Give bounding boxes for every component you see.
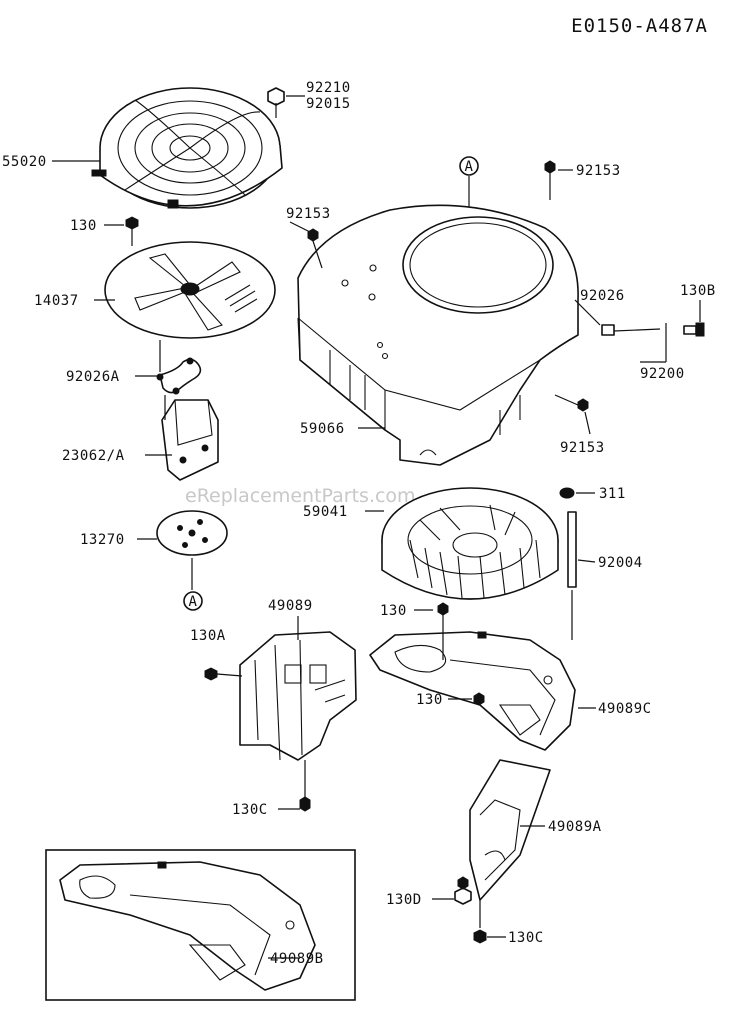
label-49089A: 49089A bbox=[548, 819, 602, 835]
label-92004: 92004 bbox=[598, 555, 643, 571]
label-130A: 130A bbox=[190, 628, 226, 644]
label-55020: 55020 bbox=[2, 154, 47, 170]
part-92026-collar[interactable] bbox=[601, 324, 615, 336]
inset-box bbox=[45, 849, 356, 1001]
part-49089B-cover[interactable] bbox=[59, 861, 316, 991]
part-130D-bolt[interactable] bbox=[454, 876, 472, 905]
label-49089B: 49089B bbox=[270, 951, 324, 967]
label-92015: 92015 bbox=[306, 96, 351, 112]
part-49089A-cover[interactable] bbox=[469, 759, 551, 901]
label-49089: 49089 bbox=[268, 598, 313, 614]
part-59066-shroud[interactable] bbox=[297, 204, 579, 466]
part-130-bolt-mid[interactable] bbox=[437, 602, 449, 660]
label-130C-right: 130C bbox=[508, 930, 544, 946]
part-92210-bolt[interactable] bbox=[267, 87, 285, 118]
label-59041: 59041 bbox=[303, 504, 348, 520]
label-13270: 13270 bbox=[80, 532, 125, 548]
label-130-mid: 130 bbox=[380, 603, 407, 619]
label-92153-top: 92153 bbox=[576, 163, 621, 179]
svg-text:A: A bbox=[189, 594, 198, 610]
svg-text:A: A bbox=[465, 159, 474, 175]
part-55020-screen[interactable] bbox=[91, 87, 283, 209]
part-49089-cover[interactable] bbox=[239, 631, 357, 761]
label-92153-right: 92153 bbox=[560, 440, 605, 456]
part-14037-fan[interactable] bbox=[104, 241, 276, 339]
diagram-code: E0150-A487A bbox=[571, 15, 708, 37]
label-130C-left: 130C bbox=[232, 802, 268, 818]
part-92153-bolt-left[interactable] bbox=[307, 228, 323, 269]
part-311-nut[interactable] bbox=[559, 487, 575, 499]
reference-marker-bottom: A bbox=[183, 591, 203, 611]
label-92026: 92026 bbox=[580, 288, 625, 304]
label-49089C: 49089C bbox=[598, 701, 652, 717]
part-130C-bolt-left[interactable] bbox=[299, 796, 311, 812]
label-130-low: 130 bbox=[416, 692, 443, 708]
part-130-bolt-top[interactable] bbox=[125, 216, 139, 246]
label-14037: 14037 bbox=[34, 293, 79, 309]
label-92200: 92200 bbox=[640, 366, 685, 382]
part-92004-stud[interactable] bbox=[567, 511, 577, 588]
label-130-top: 130 bbox=[70, 218, 97, 234]
part-59041-flywheel[interactable] bbox=[381, 487, 559, 600]
part-130B-bolt[interactable] bbox=[683, 322, 705, 337]
reference-marker-top: A bbox=[459, 156, 479, 176]
part-92026A-spider[interactable] bbox=[156, 357, 202, 395]
label-130B: 130B bbox=[680, 283, 716, 299]
leader-lines bbox=[52, 160, 666, 959]
part-13270-plate[interactable] bbox=[156, 510, 228, 556]
watermark: eReplacementParts.com bbox=[185, 485, 416, 507]
part-49089C-cover[interactable] bbox=[369, 631, 576, 751]
part-23062A-bracket[interactable] bbox=[161, 399, 219, 481]
label-92210: 92210 bbox=[306, 80, 351, 96]
part-130-bolt-low[interactable] bbox=[473, 692, 485, 706]
part-130C-bolt-right[interactable] bbox=[473, 929, 487, 944]
label-23062A: 23062/A bbox=[62, 448, 125, 464]
part-92153-bolt-right[interactable] bbox=[554, 394, 589, 412]
label-92026A: 92026A bbox=[66, 369, 120, 385]
part-92153-bolt-top[interactable] bbox=[544, 160, 556, 200]
label-130D: 130D bbox=[386, 892, 422, 908]
label-311: 311 bbox=[599, 486, 626, 502]
part-130A-bolt[interactable] bbox=[204, 667, 243, 681]
label-92153-left: 92153 bbox=[286, 206, 331, 222]
label-59066: 59066 bbox=[300, 421, 345, 437]
